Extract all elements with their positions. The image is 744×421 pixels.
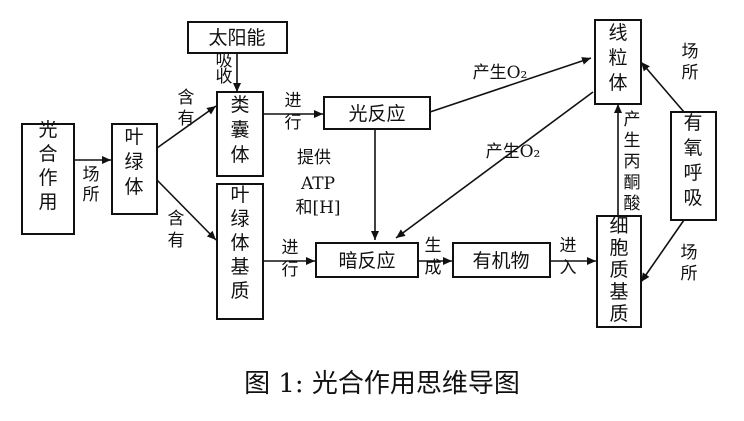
box-organic-matter: [452, 242, 551, 278]
label-enter: 进入: [560, 236, 577, 278]
node-light-reaction: 光反应: [348, 103, 405, 125]
arrow-respiration-to-cytoplasm: [640, 219, 685, 283]
label-produce-pyruvate: 产生丙酮酸: [624, 110, 641, 214]
label-site-1: 场所: [83, 165, 100, 205]
box-aerobic-respiration: [670, 111, 717, 221]
label-site-2: 场所: [682, 42, 699, 83]
node-mitochondria: 线粒体: [608, 22, 627, 94]
box-dark-reaction: [315, 242, 419, 278]
node-dark-reaction: 暗反应: [338, 250, 395, 272]
label-contains-1: 含有: [178, 88, 195, 129]
label-contains-2: 含有: [168, 209, 185, 251]
label-absorb: 吸收: [216, 51, 233, 87]
figure-caption: 图 1: 光合作用思维导图: [244, 369, 520, 399]
label-carry-out-1: 进行: [285, 91, 302, 133]
arrow-chloroplast-to-thylakoid: [156, 105, 217, 149]
label-carry-out-2: 进行: [282, 238, 299, 280]
box-solar-energy: [187, 21, 288, 54]
node-thylakoid: 类囊体: [230, 94, 249, 166]
node-organic-matter: 有机物: [472, 250, 529, 272]
node-solar-energy: 太阳能: [208, 27, 265, 49]
node-photosynthesis: 光合作用: [38, 119, 57, 213]
box-stroma: [216, 183, 264, 320]
label-generate: 生成: [425, 236, 442, 278]
connector-lines: [74, 53, 685, 283]
arrow-respiration-to-mitochondria: [640, 61, 685, 113]
arrow-chloroplast-to-stroma: [156, 179, 217, 241]
node-aerobic-respiration: 有氧呼吸: [683, 112, 702, 209]
label-produce-o2-2: 产生O₂: [486, 142, 541, 162]
node-stroma: 叶绿体基质: [230, 184, 249, 302]
box-cytoplasm-matrix: [596, 215, 642, 328]
box-mitochondria: [594, 19, 642, 105]
box-chloroplast: [111, 123, 158, 215]
box-photosynthesis: [21, 123, 75, 235]
node-chloroplast: 叶绿体: [124, 126, 143, 198]
box-thylakoid: [216, 91, 264, 177]
label-produce-o2-1: 产生O₂: [473, 63, 528, 83]
arrow-light-to-mitochondria: [429, 57, 592, 113]
box-light-reaction: [323, 96, 431, 130]
node-cytoplasm-matrix: 细胞质基质: [609, 215, 628, 325]
label-site-3: 场所: [681, 243, 698, 284]
label-provide: 提供: [297, 148, 331, 168]
arrow-mitochondria-to-dark: [395, 91, 594, 239]
